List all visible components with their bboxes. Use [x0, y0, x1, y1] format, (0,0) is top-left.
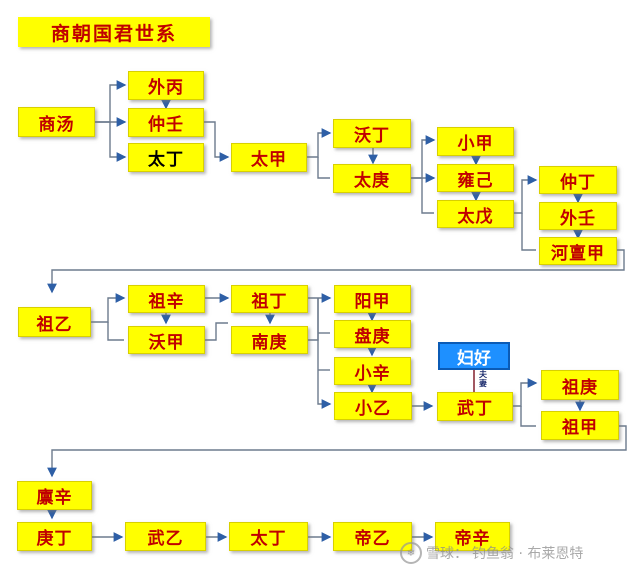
king-wai-bing: 外丙: [128, 71, 204, 100]
king-di-yi: 帝乙: [333, 522, 412, 551]
king-nan-geng: 南庚: [231, 326, 308, 354]
king-wai-ren: 外壬: [539, 202, 617, 230]
king-he-dan-jia: 河亶甲: [539, 237, 617, 265]
king-zu-geng: 祖庚: [541, 370, 619, 400]
king-lin-xin: 廪辛: [17, 481, 92, 510]
consort-fu-hao: 妇好: [438, 342, 510, 370]
king-zhong-ren: 仲壬: [128, 108, 204, 137]
king-geng-ding: 庚丁: [17, 522, 92, 551]
watermark-site: 雪球：: [426, 546, 468, 562]
king-zu-jia: 祖甲: [541, 411, 619, 440]
king-pan-geng: 盘庚: [334, 320, 411, 348]
king-wu-yi: 武乙: [125, 522, 206, 551]
king-xiao-jia: 小甲: [437, 127, 514, 156]
king-wu-ding: 武丁: [437, 392, 513, 421]
king-xiao-yi: 小乙: [334, 392, 412, 420]
watermark-author: 钓鱼翁 · 布莱恩特: [472, 546, 584, 562]
king-wo-ding: 沃丁: [333, 119, 411, 148]
consort-relation-label: 夫妻: [479, 370, 487, 388]
snowball-logo-icon: ❄: [400, 542, 422, 564]
watermark: ❄ 雪球： 钓鱼翁 · 布莱恩特: [400, 540, 630, 566]
king-zu-ding: 祖丁: [231, 285, 308, 313]
page-title: 商朝国君世系: [18, 17, 210, 47]
king-shang-tang: 商汤: [18, 107, 95, 137]
king-di-xin: 帝辛: [435, 522, 510, 551]
king-yong-ji: 雍己: [437, 164, 514, 192]
king-tai-ding-2: 太丁: [229, 522, 308, 551]
king-tai-jia: 太甲: [231, 143, 307, 172]
king-zu-yi: 祖乙: [18, 307, 91, 337]
king-tai-wu: 太戊: [437, 200, 514, 228]
king-zhong-ding: 仲丁: [539, 166, 617, 194]
king-wo-jia: 沃甲: [128, 326, 205, 354]
king-tai-geng: 太庚: [333, 164, 411, 193]
king-yang-jia: 阳甲: [334, 285, 411, 313]
king-zu-xin: 祖辛: [128, 285, 205, 313]
king-tai-ding-1: 太丁: [128, 143, 204, 172]
king-xiao-xin: 小辛: [334, 357, 411, 385]
